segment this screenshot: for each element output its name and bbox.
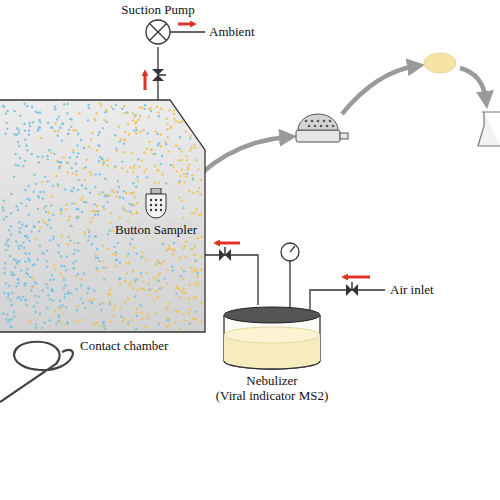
pipe-connector bbox=[205, 255, 258, 305]
nebulizer-label: (Viral indicator MS2) bbox=[207, 388, 337, 403]
nebulizer-vessel bbox=[207, 305, 337, 373]
filter-hole bbox=[323, 120, 326, 123]
aerosol-particles bbox=[2, 102, 203, 330]
chamber-node: Contact chamberButton Sampler bbox=[0, 100, 205, 332]
valve-symbol bbox=[346, 282, 358, 296]
filter-hole bbox=[320, 125, 323, 128]
exhaust-pipe bbox=[170, 31, 205, 32]
filter-disk bbox=[424, 53, 456, 73]
process-arrow bbox=[460, 68, 486, 100]
filter-holder bbox=[296, 114, 348, 142]
sampler-label: Button Sampler bbox=[113, 222, 199, 237]
filter-hole bbox=[317, 120, 320, 123]
process-arrow bbox=[342, 66, 416, 114]
chamber-label: Contact chamber bbox=[80, 338, 168, 353]
pump-node: Suction Pump bbox=[113, 2, 203, 47]
nebulizer-label: Nebulizer bbox=[207, 373, 337, 388]
button-sampler-symbol bbox=[144, 188, 168, 220]
flow-arrow bbox=[144, 72, 147, 90]
flow-arrow bbox=[344, 276, 370, 279]
filter-hole bbox=[332, 125, 335, 128]
pump-symbol bbox=[113, 17, 203, 47]
filter-hole bbox=[305, 120, 308, 123]
pressure-gauge bbox=[281, 243, 299, 314]
filter-hole bbox=[314, 125, 317, 128]
flow-arrow bbox=[216, 242, 240, 245]
pump-label: Suction Pump bbox=[113, 2, 203, 17]
filter-hole bbox=[311, 120, 314, 123]
nebulizer-node: Nebulizer(Viral indicator MS2) bbox=[207, 305, 337, 403]
chamber-body bbox=[0, 100, 205, 332]
filter-hole bbox=[308, 125, 311, 128]
tube-coil bbox=[0, 342, 73, 402]
flow-arrow bbox=[178, 23, 194, 26]
valve-symbol bbox=[219, 247, 231, 261]
valve-symbol bbox=[152, 69, 166, 81]
filter-hole bbox=[326, 125, 329, 128]
tube-vessel bbox=[478, 112, 500, 146]
air-inlet-label: Air inlet bbox=[390, 282, 434, 297]
filter-hole bbox=[329, 120, 332, 123]
sampler-node: Button Sampler bbox=[109, 188, 203, 238]
ambient-label: Ambient bbox=[209, 24, 255, 39]
